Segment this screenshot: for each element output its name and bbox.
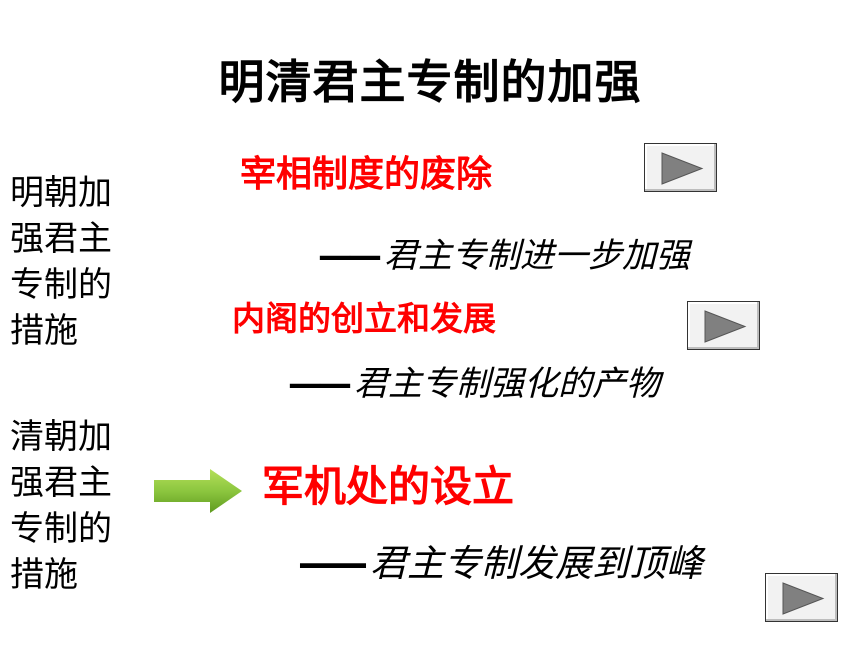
play-button-3[interactable] xyxy=(765,573,838,622)
ming-measure-1-note-text: 君主专制进一步加强 xyxy=(384,236,690,276)
ming-measure-2-note: ——君主专制强化的产物 xyxy=(288,356,660,405)
right-arrow-icon xyxy=(154,469,242,513)
slide-title: 明清君主专制的加强 xyxy=(218,55,642,109)
em-dash: —— xyxy=(318,236,382,276)
ming-measures-label: 明朝加强君主专制的措施 xyxy=(10,173,112,351)
ming-measure-2-note-text: 君主专制强化的产物 xyxy=(354,364,660,404)
qing-measure-1-heading: 军机处的设立 xyxy=(262,462,515,511)
qing-measure-1-note-text: 君主专制发展到顶峰 xyxy=(370,542,703,585)
qing-measure-1-note: ——君主专制发展到顶峰 xyxy=(298,533,703,587)
ming-measure-1-heading: 宰相制度的废除 xyxy=(240,154,493,195)
ming-measure-2-heading: 内阁的创立和发展 xyxy=(232,299,496,338)
play-triangle-icon xyxy=(782,582,825,615)
play-triangle-icon xyxy=(661,152,704,185)
em-dash: —— xyxy=(298,542,368,585)
play-triangle-icon xyxy=(704,310,747,343)
play-button-2[interactable] xyxy=(687,301,760,350)
play-button-1[interactable] xyxy=(644,143,717,192)
em-dash: —— xyxy=(288,364,352,404)
qing-measures-label: 清朝加强君主专制的措施 xyxy=(10,417,112,595)
ming-measure-1-note: ——君主专制进一步加强 xyxy=(318,228,690,277)
